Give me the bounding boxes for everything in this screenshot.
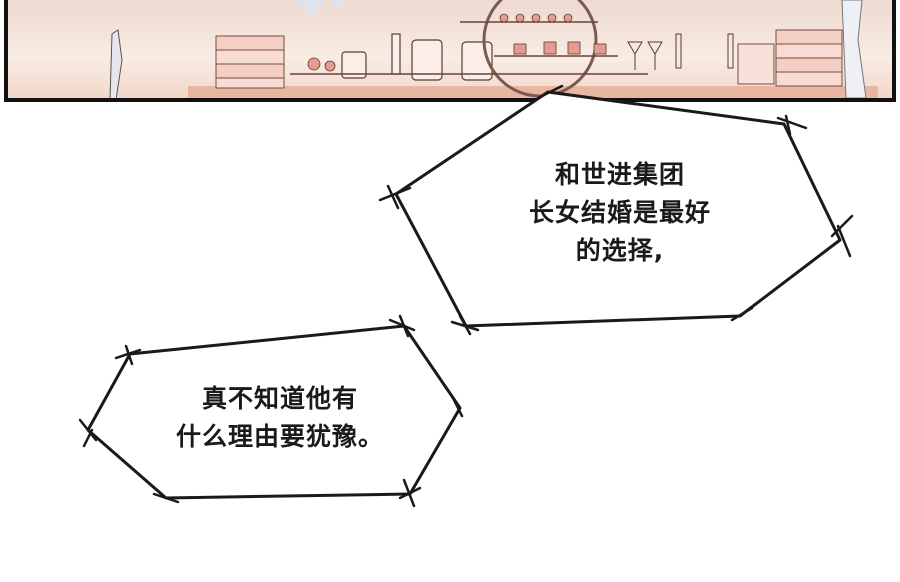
cake-stack-right	[737, 29, 843, 87]
statue-right	[841, 0, 867, 98]
speech-bubble-1-text: 和世进集团 长女结婚是最好 的选择,	[490, 156, 750, 270]
banquet-illustration	[8, 0, 892, 98]
bubble-1-line-2: 长女结婚是最好	[528, 198, 711, 227]
bubble-2-line-1: 真不知道他有	[201, 384, 358, 413]
drape-top	[294, 0, 346, 16]
bubble-1-line-3: 的选择,	[575, 236, 665, 265]
bubble-1-line-1: 和世进集团	[554, 160, 685, 189]
bubble-2-line-2: 什么理由要犹豫。	[175, 422, 384, 451]
glasses	[627, 33, 734, 70]
comic-panel-banquet	[4, 0, 896, 102]
dessert-shelves	[290, 21, 648, 75]
bubble-sketch-marks	[78, 84, 854, 508]
cake-stack-left	[215, 35, 285, 89]
speech-bubble-2-text: 真不知道他有 什么理由要犹豫。	[150, 380, 410, 456]
statue-left	[109, 29, 123, 98]
desserts	[307, 13, 607, 72]
